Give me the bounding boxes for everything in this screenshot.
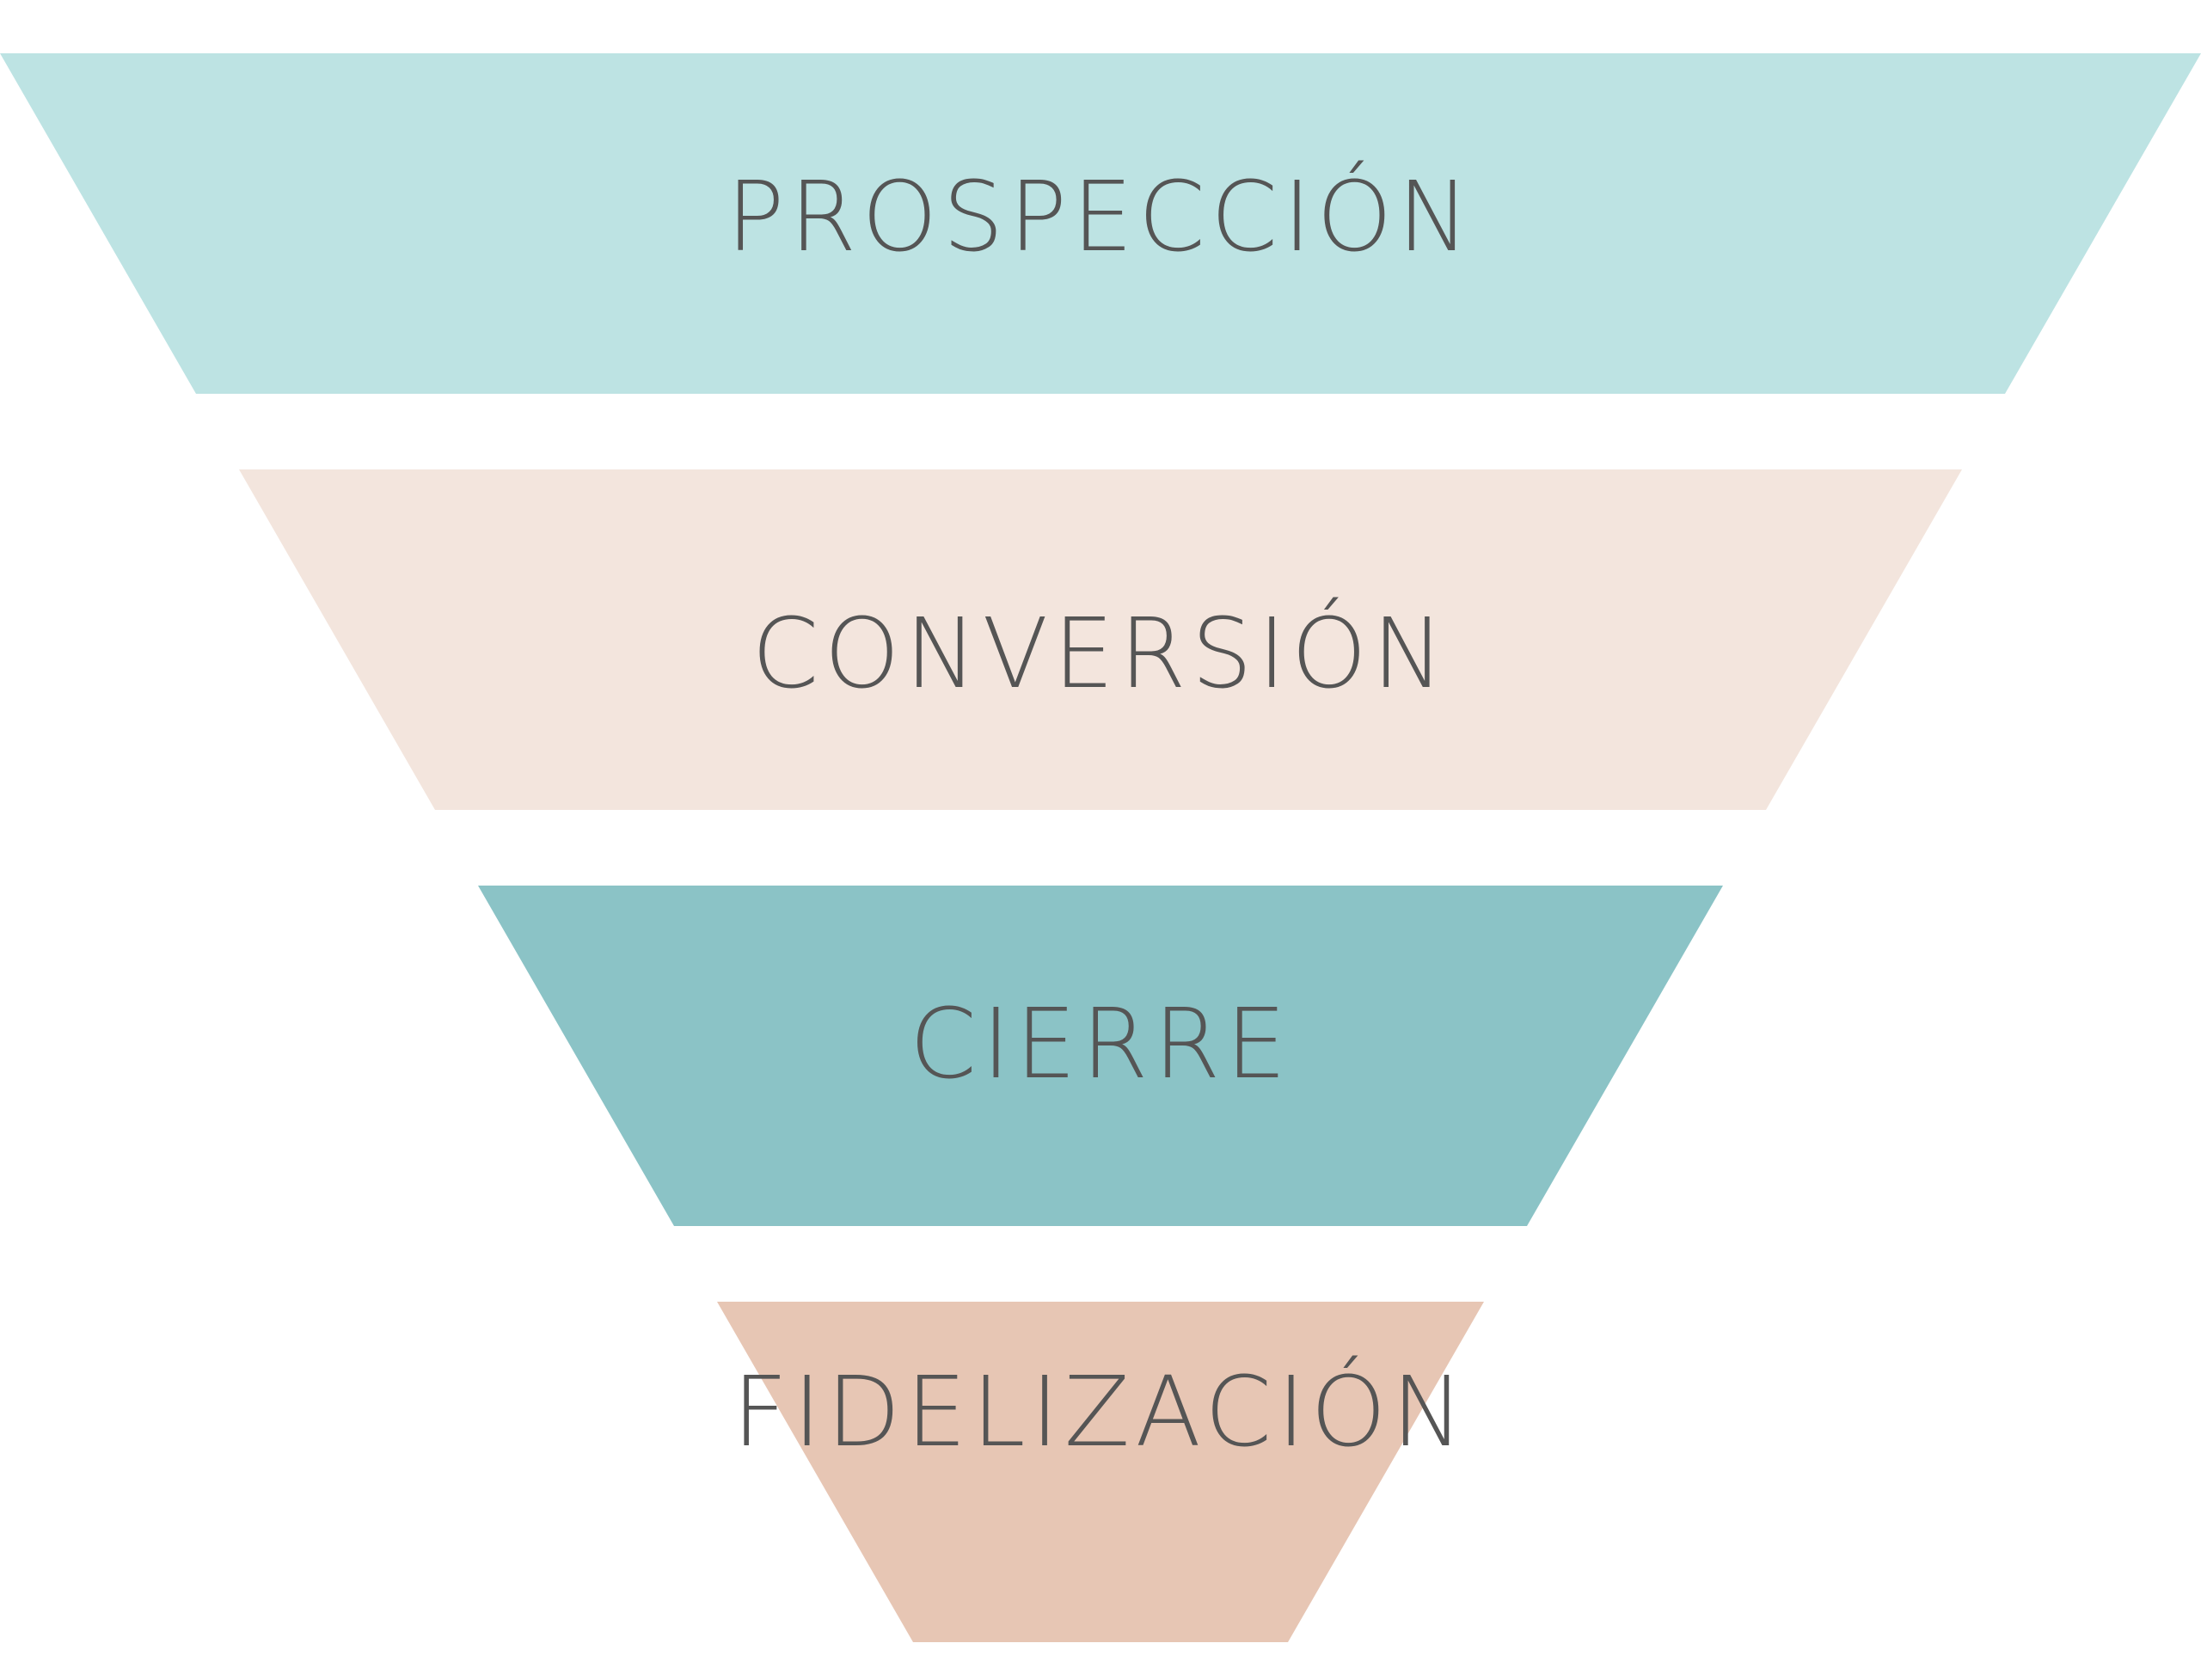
funnel-band-prospeccion bbox=[0, 53, 2201, 394]
funnel-stage-fidelizacion: FIDELIZACIÓN bbox=[717, 1302, 1484, 1642]
stage-label-cierre: CIERRE bbox=[910, 989, 1291, 1101]
funnel-band-fidelizacion bbox=[717, 1302, 1484, 1642]
stage-label-conversion: CONVERSIÓN bbox=[751, 598, 1449, 710]
funnel-band-conversion bbox=[239, 469, 1962, 810]
funnel-band-cierre bbox=[478, 886, 1723, 1226]
funnel-stage-prospeccion: PROSPECCIÓN bbox=[0, 53, 2201, 394]
stage-label-fidelizacion: FIDELIZACIÓN bbox=[733, 1356, 1468, 1468]
funnel-stage-conversion: CONVERSIÓN bbox=[239, 469, 1962, 810]
funnel-stage-cierre: CIERRE bbox=[478, 886, 1723, 1226]
stage-label-prospeccion: PROSPECCIÓN bbox=[727, 161, 1474, 273]
